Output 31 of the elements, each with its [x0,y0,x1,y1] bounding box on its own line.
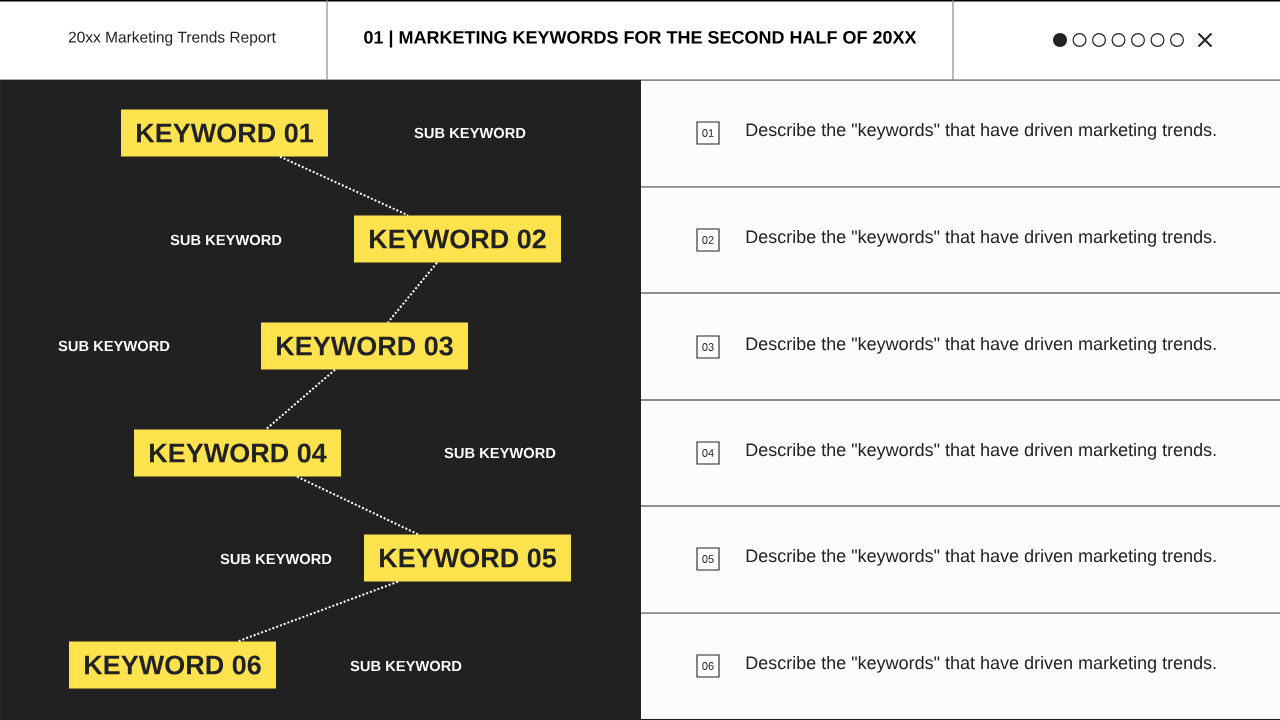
keyword-box: KEYWORD 01 [121,109,328,157]
dotted-line [296,475,419,536]
description-text: Describe the "keywords" that have driven marketing trends. [746,655,1216,673]
description-text: Describe the "keywords" that have driven marketing trends. [746,229,1216,247]
keyword-box: KEYWORD 02 [354,215,561,263]
title: 01 | MARKETING KEYWORDS FOR THE SECOND HALF OF 20XX [364,30,917,48]
keyword-box: KEYWORD 04 [134,429,341,477]
description-text: Describe the "keywords" that have driven marketing trends. [746,122,1216,140]
sub-keyword: SUB KEYWORD [444,447,556,459]
sub-keyword: SUB KEYWORD [58,340,170,352]
description-text: Describe the "keywords" that have driven marketing trends. [746,336,1216,354]
number-box: 04 [696,441,720,465]
number-box: 01 [696,121,720,145]
sub-keyword: SUB KEYWORD [350,660,462,672]
keyword-box: KEYWORD 06 [69,641,276,689]
header-text: 20xx Marketing Trends Report [68,31,276,46]
dotted-line [265,368,336,431]
number-box: 05 [696,547,720,571]
dotted-line [279,155,409,217]
number-box: 03 [696,335,720,359]
sub-keyword: SUB KEYWORD [414,127,526,139]
keyword-box: KEYWORD 05 [364,534,571,582]
description-text: Describe the "keywords" that have driven marketing trends. [746,548,1216,566]
dotted-line [237,580,399,643]
number-box: 06 [696,654,720,678]
keyword-box: KEYWORD 03 [261,322,468,370]
description-text: Describe the "keywords" that have driven marketing trends. [746,442,1216,460]
dotted-line [387,261,438,324]
number-box: 02 [696,228,720,252]
sub-keyword: SUB KEYWORD [220,553,332,565]
sub-keyword: SUB KEYWORD [170,234,282,246]
